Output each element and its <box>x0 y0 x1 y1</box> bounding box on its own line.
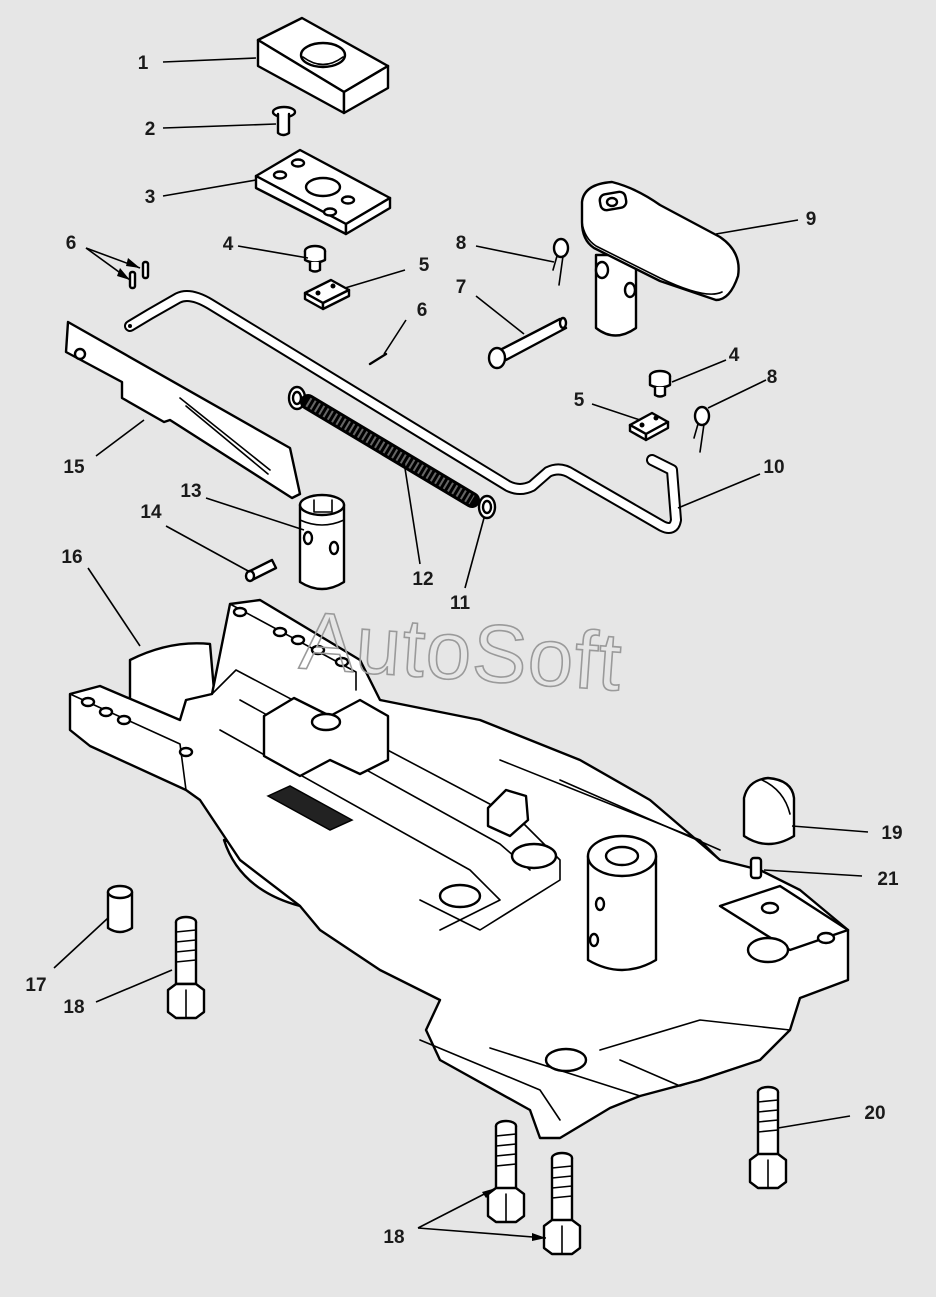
part-9-handle <box>580 180 740 337</box>
callout-14: 14 <box>140 502 162 523</box>
callout-8-top: 8 <box>456 233 467 254</box>
part-1-block <box>256 16 390 115</box>
part-15-lever <box>64 320 302 500</box>
callout-21: 21 <box>877 869 899 890</box>
callout-16: 16 <box>61 547 82 568</box>
part-12-spring <box>300 394 480 508</box>
part-3-plate <box>254 148 392 236</box>
part-17-sleeve <box>106 884 134 934</box>
callout-15: 15 <box>63 457 85 478</box>
callout-12: 12 <box>412 569 433 590</box>
callout-17: 17 <box>25 975 46 996</box>
callout-13: 13 <box>180 481 201 502</box>
part-8-cotter-top <box>552 237 570 286</box>
callout-2: 2 <box>145 119 156 140</box>
callout-20: 20 <box>864 1103 885 1124</box>
part-21-dowel <box>749 856 763 880</box>
part-5-plate-right <box>628 411 670 442</box>
part-18-bolt-left <box>166 915 206 1020</box>
callout-18-left: 18 <box>63 997 84 1018</box>
callouts: 1 2 3 4 4 5 5 6 6 7 8 8 9 10 11 12 13 14… <box>25 53 902 1248</box>
callout-18-bottom: 18 <box>383 1227 404 1248</box>
callout-5-right: 5 <box>574 390 585 411</box>
callout-3: 3 <box>145 187 156 208</box>
callout-1: 1 <box>138 53 149 74</box>
callout-8-right: 8 <box>767 367 778 388</box>
callout-5-left: 5 <box>419 255 430 276</box>
part-10-rod <box>124 290 682 534</box>
part-4-bolt-right <box>648 369 672 398</box>
part-4-bolt-left <box>303 244 327 273</box>
callout-4-right: 4 <box>729 345 740 366</box>
part-16-frame <box>68 598 850 1140</box>
callout-6-left: 6 <box>66 233 77 254</box>
part-20-bolt <box>748 1085 788 1190</box>
part-19-cap <box>742 776 796 846</box>
callout-19: 19 <box>881 823 902 844</box>
part-5-plate-left <box>303 278 351 311</box>
callout-11: 11 <box>450 593 471 614</box>
callout-4-left: 4 <box>223 234 234 255</box>
part-8-cotter-right <box>693 405 711 453</box>
leader-lines <box>53 57 869 1239</box>
callout-9: 9 <box>806 209 817 230</box>
part-13-bushing <box>298 493 346 591</box>
part-7-clevis-pin <box>487 316 568 370</box>
part-2-screw <box>271 105 297 137</box>
callout-7: 7 <box>456 277 467 298</box>
callout-6-mid: 6 <box>417 300 428 321</box>
part-11-washer-right <box>477 494 497 520</box>
leader-arrowheads <box>117 258 546 1241</box>
part-14-pin <box>244 558 278 583</box>
callout-10: 10 <box>763 457 784 478</box>
part-18-bolt-bottom-1 <box>486 1119 526 1224</box>
part-6-pin-mid <box>368 352 388 366</box>
part-18-bolt-bottom-2 <box>542 1151 582 1256</box>
